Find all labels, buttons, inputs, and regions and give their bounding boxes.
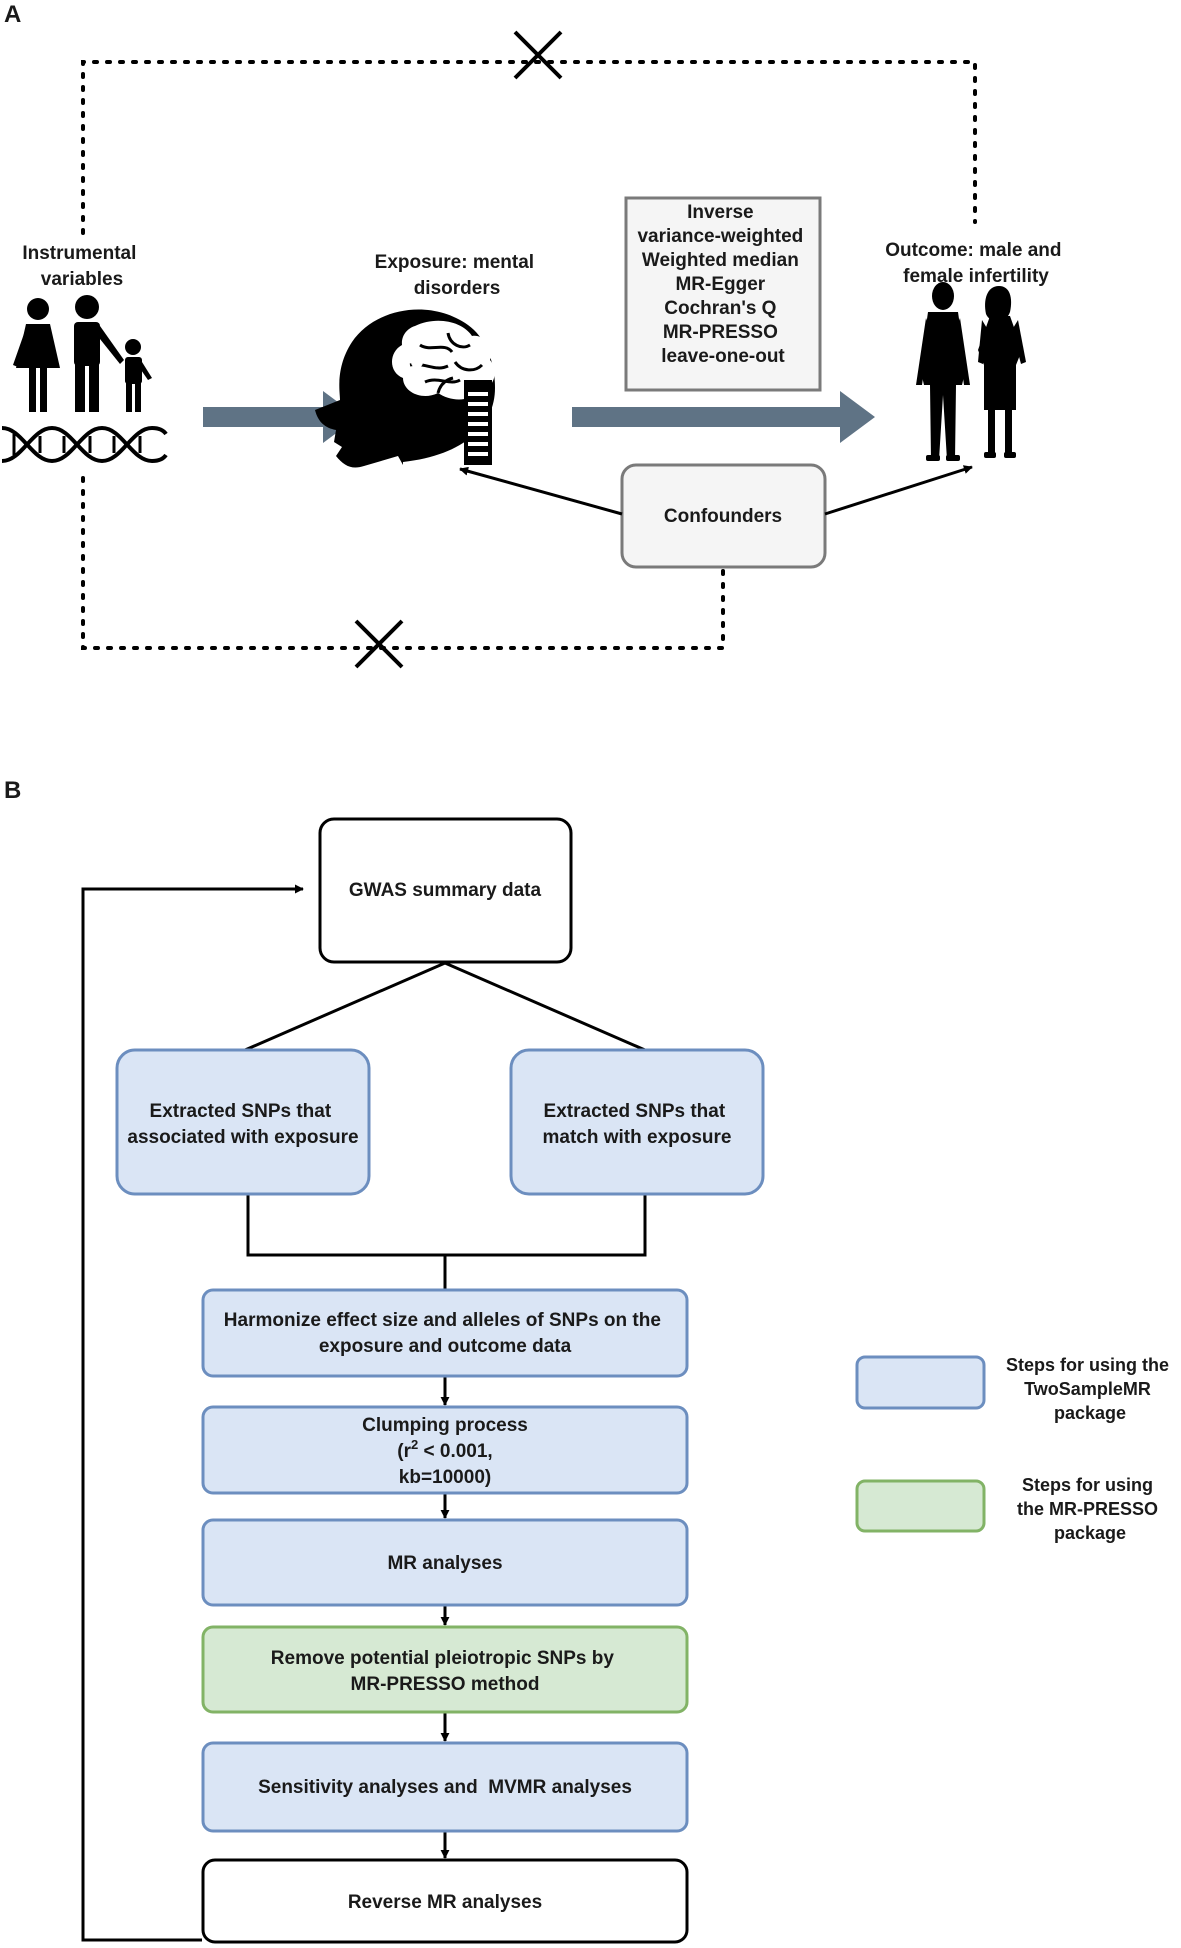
remove-pleiotropic-label: Remove potential pleiotropic SNPs by MR-… bbox=[271, 1648, 619, 1695]
gwas-box bbox=[318, 817, 573, 964]
mr-analyses-label: MR analyses bbox=[387, 1553, 502, 1574]
clumping-label: Clumping process bbox=[362, 1415, 528, 1436]
confounder-to-outcome-arrow bbox=[824, 465, 973, 516]
reverse-mr-label: Reverse MR analyses bbox=[348, 1892, 542, 1913]
panel-b-label: B bbox=[4, 777, 21, 804]
mr-analyses-box bbox=[201, 1518, 689, 1607]
sensitivity-label: Sensitivity analyses and MVMR analyses bbox=[258, 1777, 632, 1798]
gwas-label: GWAS summary data bbox=[349, 880, 542, 901]
harmonize-label: Harmonize effect size and alleles of SNP… bbox=[224, 1310, 666, 1357]
snp-associated-box bbox=[115, 1048, 371, 1196]
harmonize-box bbox=[201, 1288, 689, 1378]
outcome-label: Outcome: male and female infertility bbox=[885, 240, 1067, 287]
panel-a-label: A bbox=[4, 1, 21, 28]
man-woman-icon bbox=[916, 282, 1026, 461]
clumping-threshold: (r2 < 0.001, bbox=[397, 1437, 492, 1462]
legend-label-mrpresso: Steps for using the MR-PRESSO package bbox=[1017, 1475, 1163, 1543]
legend-label-twosamplemr: Steps for using the TwoSampleMR package bbox=[1006, 1355, 1174, 1423]
family-icon bbox=[13, 295, 152, 412]
sensitivity-box bbox=[201, 1741, 689, 1833]
confounder-to-exposure-arrow bbox=[459, 466, 623, 516]
confounders-label: Confounders bbox=[664, 506, 782, 527]
methods-list: Inverse variance-weighted Weighted media… bbox=[637, 202, 808, 367]
exposure-to-outcome-arrow bbox=[572, 391, 875, 443]
dotted-pathways bbox=[81, 60, 977, 650]
confounders-box bbox=[620, 463, 827, 569]
iv-to-exposure-arrow bbox=[203, 391, 358, 443]
exposure-label: Exposure: mental disorders bbox=[375, 252, 540, 299]
snp-match-box bbox=[509, 1048, 765, 1196]
clumping-kb: kb=10000) bbox=[399, 1467, 491, 1488]
snp-associated-label: Extracted SNPs that associated with expo… bbox=[127, 1101, 358, 1148]
violation-cross-top-icon bbox=[513, 30, 563, 80]
legend-swatch-mrpresso bbox=[855, 1479, 986, 1533]
clumping-box bbox=[201, 1405, 689, 1495]
instrumental-variables-label: Instrumental variables bbox=[22, 243, 141, 290]
legend-swatch-twosamplemr bbox=[855, 1355, 986, 1410]
reverse-mr-box bbox=[201, 1858, 689, 1944]
snp-match-label: Extracted SNPs that match with exposure bbox=[543, 1101, 732, 1148]
violation-cross-bottom-icon bbox=[354, 619, 404, 669]
methods-box bbox=[624, 196, 822, 392]
dna-icon bbox=[1, 425, 168, 464]
remove-pleiotropic-box bbox=[201, 1625, 689, 1714]
brain-head-icon bbox=[315, 309, 495, 468]
